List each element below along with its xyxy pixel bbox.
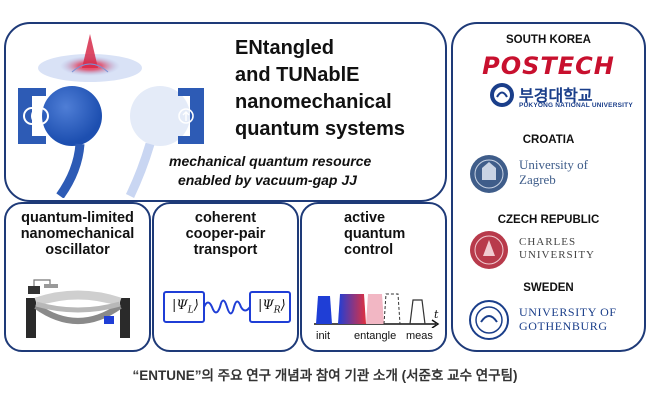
psi-left-label: |ΨL⟩ [172,298,199,316]
control-title: active quantum control [344,210,406,258]
cooper-pair-title: coherent cooper-pair transport [185,210,266,258]
pulse-sequence-icon [314,293,440,328]
postech-logo: POSTECH [482,52,615,80]
title-line-2: and TUNablE [235,64,360,86]
pukyong-korean-name: 부경대학교 [519,86,593,105]
pukyong-english-name: PUKYONG NATIONAL UNIVERSITY [519,102,633,109]
zagreb-seal-icon [470,155,508,193]
title-line-4: quantum systems [235,118,406,140]
gothenburg-name: UNIVERSITY OF GOTHENBURG [519,305,617,333]
tagline-line-2: enabled by vacuum-gap JJ [178,172,357,188]
title-line-3: nanomechanical [235,91,392,113]
zagreb-name: University of Zagreb [519,157,588,187]
country-south-korea: SOUTH KOREA [506,34,591,46]
entangle-label: entangle [354,330,397,342]
wigner-function-icon [38,34,142,82]
left-resonator-icon [18,86,102,198]
tagline-line-1: mechanical quantum resource [169,153,372,169]
right-resonator-icon [125,86,204,198]
pukyong-emblem-icon [490,83,514,107]
psi-right-label: |ΨR⟩ [258,298,286,316]
quantum-control-panel: active quantum control t init entangle m… [300,202,447,352]
charles-seal-icon [470,231,508,269]
country-croatia: CROATIA [522,134,575,146]
init-label: init [316,330,331,342]
partner-institutions-panel: SOUTH KOREA POSTECH 부경대학교 PUKYONG NATION… [451,22,646,352]
title-line-1: ENtangled [235,37,334,59]
meas-label: meas [406,330,433,342]
cooper-pair-transport-icon [163,291,291,323]
charles-name: CHARLES UNIVERSITY [519,236,595,261]
time-axis-label: t [434,308,439,321]
country-czech: CZECH REPUBLIC [497,214,600,226]
gothenburg-seal-icon [469,300,509,340]
country-sweden: SWEDEN [523,282,574,294]
oscillator-title: quantum-limited nanomechanical oscillato… [20,210,135,258]
oscillator-panel: quantum-limited nanomechanical oscillato… [4,202,151,352]
figure-caption: “ENTUNE”의 주요 연구 개념과 참여 기관 소개 (서준호 교수 연구팀… [132,368,518,383]
cooper-pair-panel: coherent cooper-pair transport |ΨL⟩ |ΨR⟩ [152,202,299,352]
main-concept-panel: ENtangled and TUNablE nanomechanical qua… [4,22,447,202]
oscillator-icon [26,279,130,338]
entangled-resonators-illustration [18,34,204,198]
